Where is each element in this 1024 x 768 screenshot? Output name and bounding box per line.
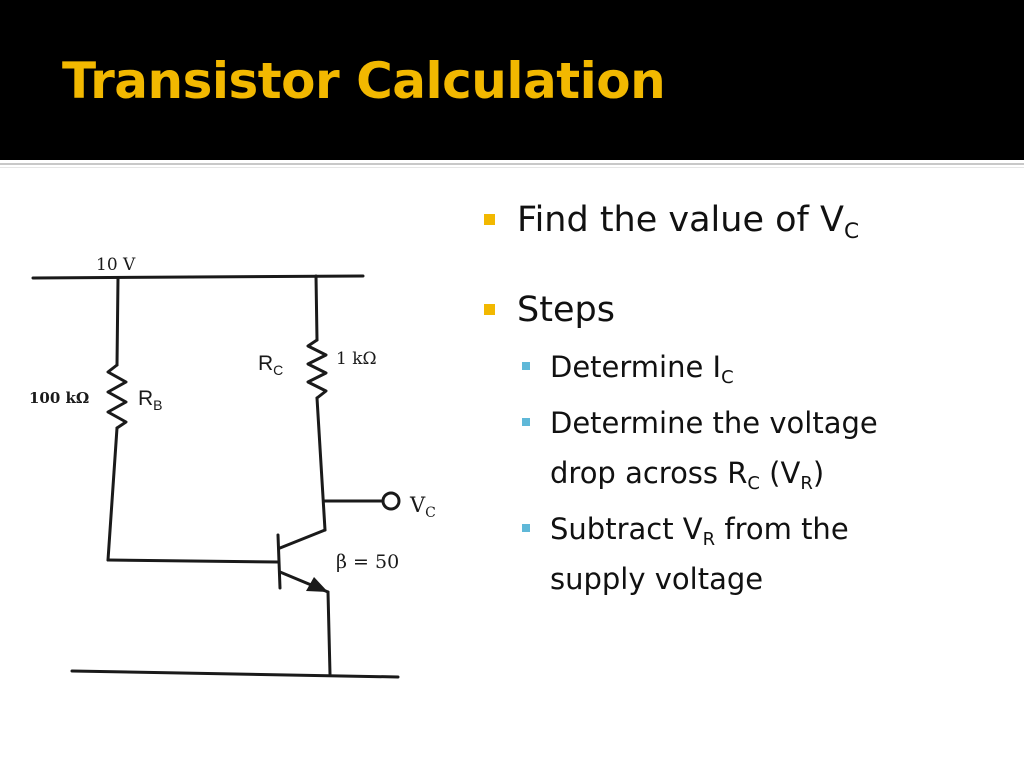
bullet-text: Steps xyxy=(517,290,615,330)
rb-resistor xyxy=(106,363,128,430)
sub-bullet-text: Subtract V xyxy=(550,512,703,546)
bullet-steps: Steps xyxy=(482,288,1002,332)
divider-line-secondary xyxy=(0,167,1024,168)
beta-label: β = 50 xyxy=(336,551,399,573)
slide-title: Transistor Calculation xyxy=(62,52,666,110)
sub-bullet-text: ) xyxy=(812,456,825,490)
bullet-marker-icon xyxy=(484,214,495,225)
emitter-wire xyxy=(326,590,332,676)
sub-bullet-determine-ic: Determine IC xyxy=(482,342,1002,392)
emitter-arrow-icon xyxy=(306,577,328,592)
bullet-marker-icon xyxy=(484,304,495,315)
sub-bullet-voltage-drop: Determine the voltage drop across RC (VR… xyxy=(482,398,1002,498)
rb-value-label: 100 kΩ xyxy=(29,389,89,407)
vc-label: VC xyxy=(409,493,436,521)
transistor-circuit-diagram: 10 V 100 kΩ RB RC 1 kΩ VC β = 50 xyxy=(29,255,436,679)
sub-bullet-text: Determine I xyxy=(550,350,722,384)
sub-bullet-subscript: R xyxy=(702,528,716,550)
sub-bullet-marker-icon xyxy=(522,418,530,426)
sub-bullet-text: from the xyxy=(715,512,849,546)
sub-bullet-text: supply voltage xyxy=(550,562,764,596)
sub-bullet-marker-icon xyxy=(522,524,530,532)
base-wire xyxy=(106,558,280,564)
collector-wire xyxy=(315,396,327,532)
sub-bullet-text: drop across R xyxy=(550,456,748,490)
rc-wire-top xyxy=(314,274,319,342)
supply-rail xyxy=(31,274,365,280)
transistor-collector-lead xyxy=(278,528,327,550)
sub-bullet-subtract: Subtract VR from the supply voltage xyxy=(482,504,1002,604)
rb-wire-top xyxy=(115,276,120,367)
transistor-base-bar xyxy=(276,533,282,590)
bullet-list: Find the value of VC Steps Determine IC … xyxy=(482,190,1002,604)
sub-bullet-subscript: C xyxy=(721,366,734,388)
bullet-text: Find the value of V xyxy=(517,200,844,240)
bullet-find-value: Find the value of VC xyxy=(482,198,1002,242)
rc-value-label: 1 kΩ xyxy=(336,349,377,369)
sub-bullet-text: Determine the voltage xyxy=(550,406,878,440)
supply-label: 10 V xyxy=(96,255,136,275)
divider-line xyxy=(0,163,1024,165)
sub-bullet-text: (V xyxy=(759,456,801,490)
vc-terminal xyxy=(381,491,401,511)
sub-bullet-marker-icon xyxy=(522,362,530,370)
rb-wire-bottom xyxy=(106,426,119,562)
rb-label: RB xyxy=(138,387,163,413)
bullet-subscript: C xyxy=(843,218,860,244)
rc-label: RC xyxy=(258,352,283,378)
sub-bullet-subscript: R xyxy=(800,472,813,494)
ground-rail xyxy=(70,669,400,679)
rc-resistor xyxy=(306,338,328,400)
sub-bullet-subscript: C xyxy=(747,472,760,494)
title-bar: Transistor Calculation xyxy=(0,0,1024,160)
